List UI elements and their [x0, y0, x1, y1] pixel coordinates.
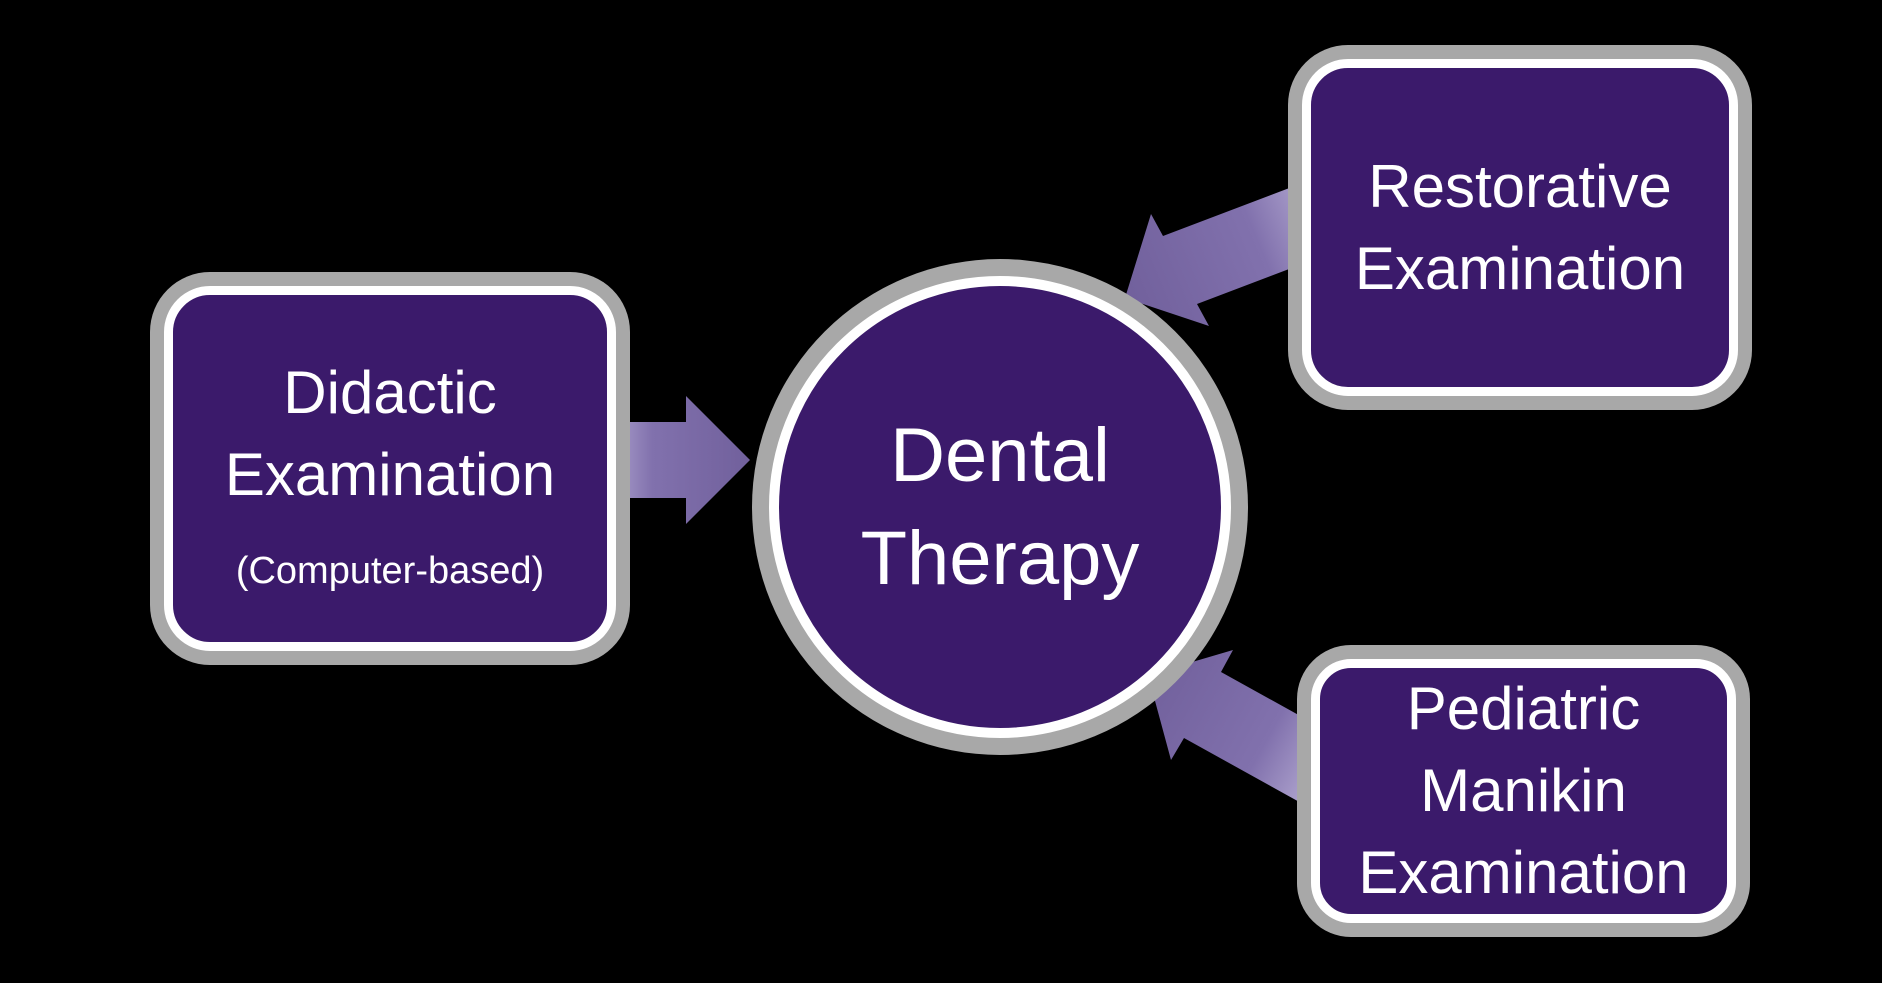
arrow-pediatric-to-center-icon	[1148, 650, 1349, 809]
arrow-restorative-to-center-icon	[1125, 179, 1347, 326]
node-label-line: Didactic	[283, 358, 497, 426]
node-label-line: Manikin	[1420, 757, 1627, 824]
center-label-line: Dental	[890, 413, 1110, 498]
node-label-line: Examination	[1354, 234, 1686, 302]
node-label-line: Examination	[224, 440, 556, 508]
node-pediatric-manikin-examination: Pediatric Manikin Examination	[1311, 659, 1736, 923]
node-restorative-examination: Restorative Examination	[1302, 59, 1738, 396]
node-didactic-examination: Didactic Examination (Computer-based)	[164, 286, 616, 651]
node-label-line: Examination	[1358, 839, 1689, 906]
center-label-line: Therapy	[860, 516, 1140, 601]
node-dental-therapy: Dental Therapy	[769, 276, 1231, 738]
node-label-note: (Computer-based)	[235, 549, 545, 592]
node-label-line: Restorative	[1368, 152, 1672, 220]
node-label-line: Pediatric	[1406, 675, 1641, 742]
arrow-didactic-to-center-icon	[600, 396, 750, 524]
